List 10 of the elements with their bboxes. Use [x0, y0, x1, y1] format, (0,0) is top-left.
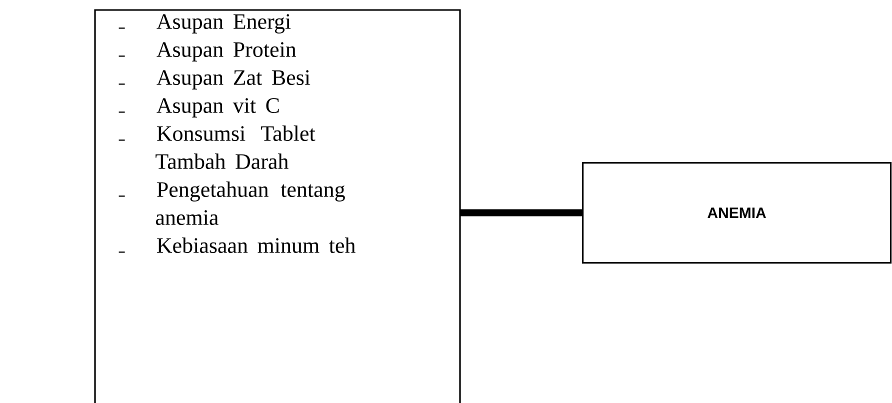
list-item: Kebiasaan minum teh [157, 238, 356, 253]
list-item: Pengetahuan tentang anemia [156, 182, 345, 225]
list-item: Asupan Energi [156, 14, 291, 34]
label-box: ANEMIA [582, 162, 892, 264]
list-item: Konsumsi Tablet Tambah Darah [156, 126, 316, 169]
list-box [94, 9, 461, 403]
connector-line [460, 209, 582, 216]
list-item: Asupan Zat Besi [156, 70, 310, 90]
list-item: Asupan Protein [156, 42, 296, 62]
list-item: Asupan vit C [156, 98, 279, 118]
